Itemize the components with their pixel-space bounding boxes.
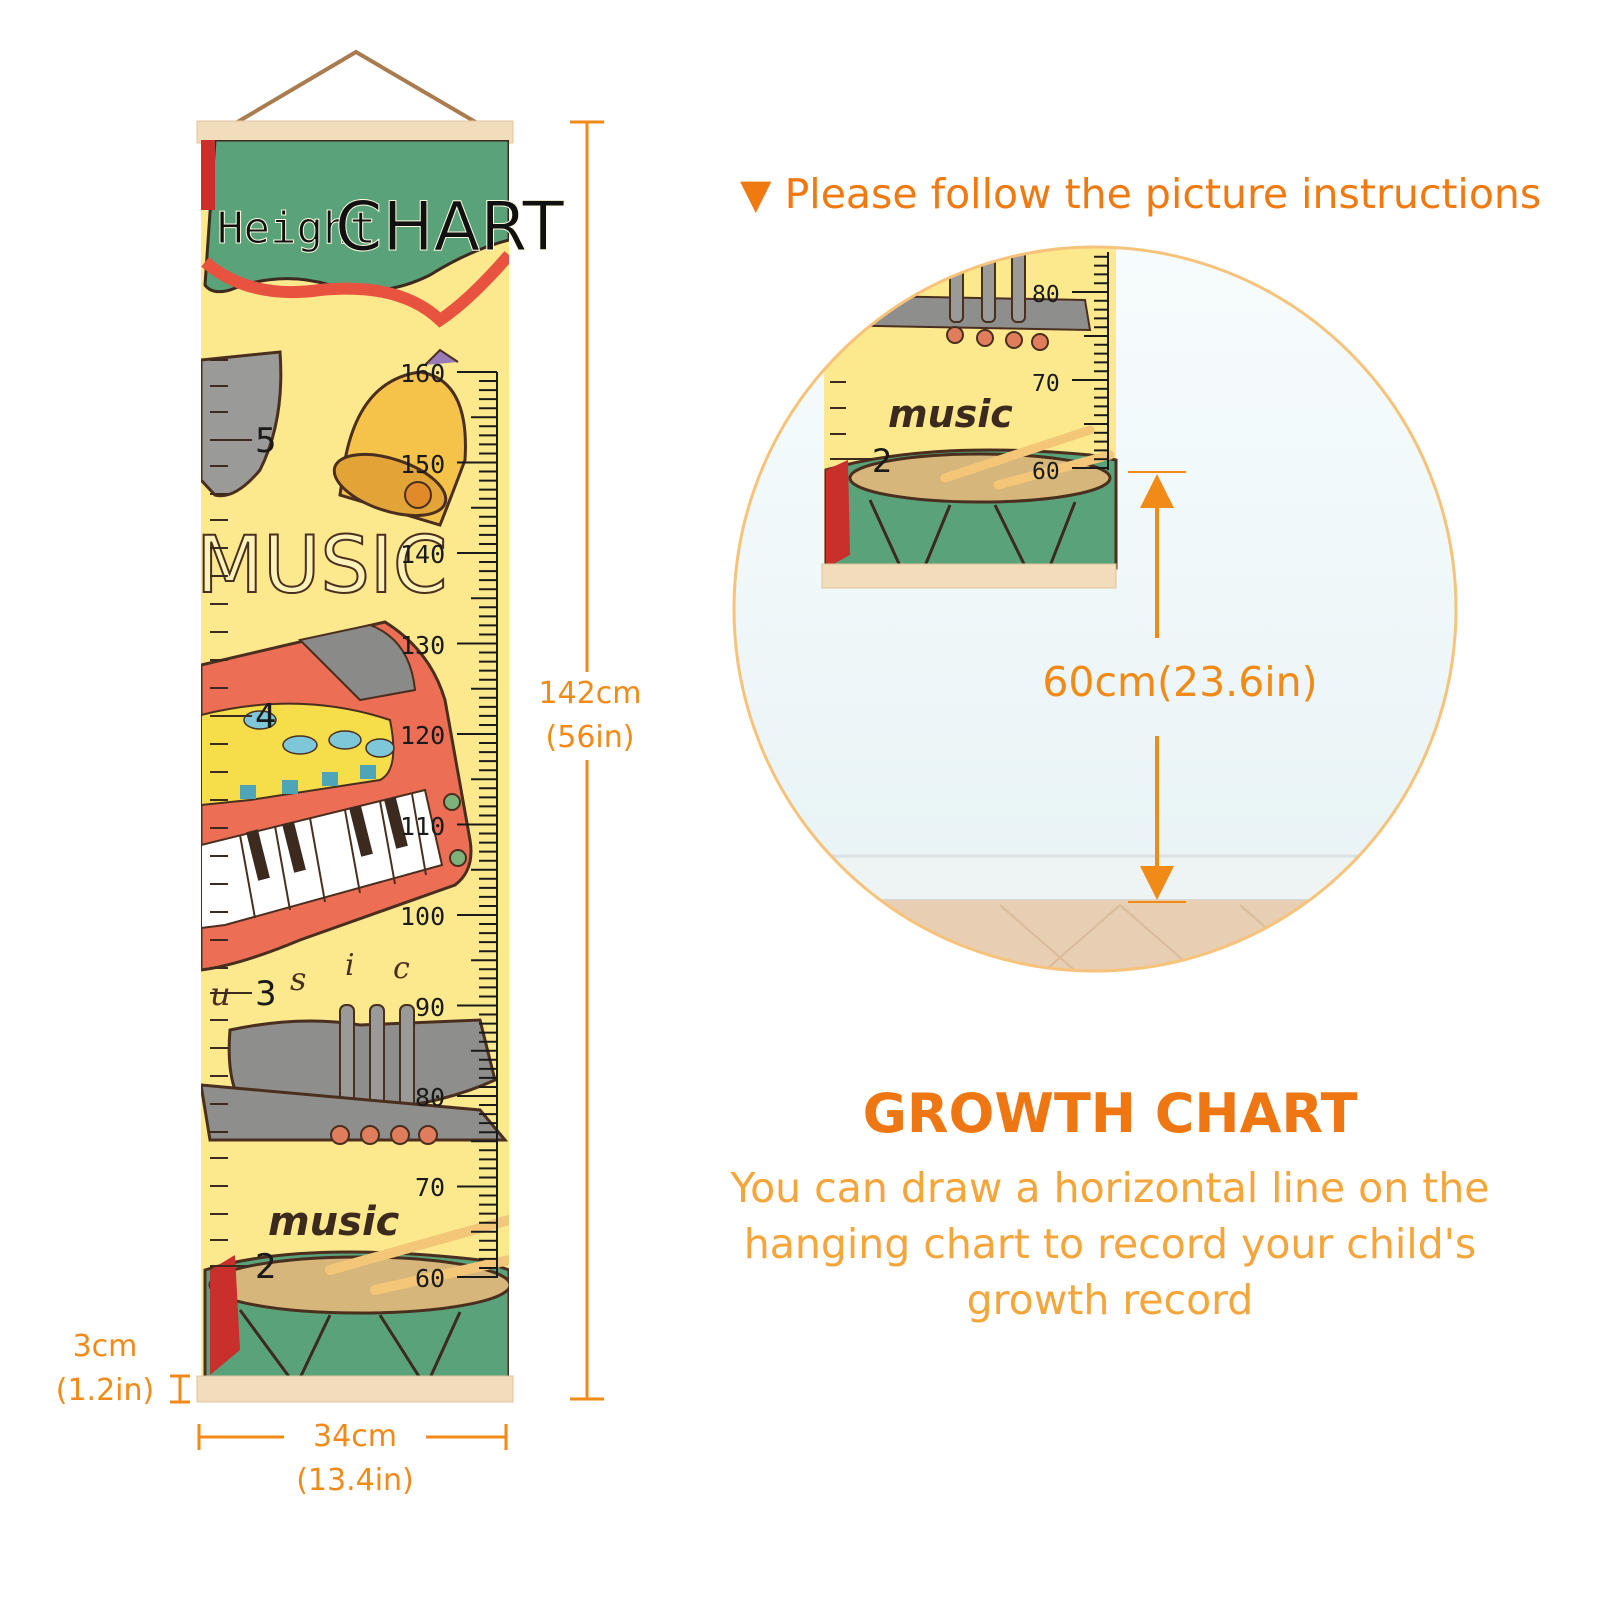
foot-ruler [210,359,252,1267]
hanging-height-chart: MUSIC [170,49,604,1450]
height-dimension-label: 142cm (56in) [520,672,660,760]
floor-distance-label: 60cm(23.6in) [1042,658,1318,706]
cm-label: 90 [415,993,445,1022]
bell-art [332,348,467,527]
cm-label: 100 [400,902,445,931]
rail-dimension-label: 3cm (1.2in) [42,1325,168,1413]
svg-text:c: c [393,951,410,986]
wall-mount-inset: music 2 80 70 60 [732,245,1458,973]
foot-label: 3 [255,974,277,1014]
cm-label: 150 [400,450,445,479]
cm-label: 60 [415,1264,445,1293]
music-outline-word: MUSIC [196,521,447,611]
svg-text:i: i [345,948,355,983]
instructions-text: Please follow the picture instructions [784,170,1542,218]
height-dimension-line [570,120,604,1401]
width-in: (13.4in) [296,1463,414,1498]
description-line: You can draw a horizontal line on the [730,1164,1490,1212]
inset-chart-piece: music 2 80 70 60 [821,247,1118,589]
rail-dimension-line [170,1374,190,1404]
chart-title-height: Height [217,203,376,254]
height-cm: 142cm [538,676,642,711]
cm-label: 120 [400,721,445,750]
rail-cm: 3cm [72,1329,138,1364]
drum-art [203,1215,509,1378]
growth-chart-description: You can draw a horizontal line on the ha… [700,1160,1520,1328]
foot-label: 5 [255,421,277,461]
bottom-wood-rail [196,1375,514,1403]
instructions-line: ▼ Please follow the picture instructions [740,170,1560,218]
cm-label: 80 [415,1083,445,1112]
foot-label: 4 [255,697,277,737]
cm-ruler [457,371,497,1278]
cm-label: 110 [400,812,445,841]
svg-text:s: s [290,960,306,998]
baseboard [734,852,1456,902]
rail-in: (1.2in) [55,1373,155,1408]
wood-floor [734,900,1456,971]
width-dimension-line [197,1424,508,1450]
trumpet-art [201,1004,509,1145]
triangle-down-icon: ▼ [740,170,772,218]
width-dimension-label: 34cm (13.4in) [282,1415,428,1503]
foot-labels: 5 4 3 2 [255,421,277,1287]
inset-foot-label: 2 [872,442,892,480]
cm-label: 160 [400,359,445,388]
inset-cm-label: 60 [1032,459,1060,485]
height-in: (56in) [545,720,635,755]
cm-label: 140 [400,540,445,569]
description-line: growth record [966,1276,1254,1324]
inset-cm-label: 70 [1032,371,1060,397]
floor-distance-arrow [1128,471,1186,903]
inset-music-word: music [888,392,1013,436]
cm-labels: 160 150 140 130 120 110 100 90 80 70 60 [400,359,445,1293]
width-cm: 34cm [313,1419,397,1454]
music-word-lower: music [268,1199,400,1245]
foot-label: 2 [255,1247,277,1287]
keyboard-art [201,620,473,972]
cm-label: 130 [400,631,445,660]
description-line: hanging chart to record your child's [743,1220,1477,1268]
hanging-rope [227,49,486,129]
top-wood-rail [196,120,514,144]
cm-label: 70 [415,1173,445,1202]
inset-cm-label: 80 [1032,282,1060,308]
chart-title-chart: CHART [335,188,564,267]
growth-chart-title: GROWTH CHART [862,1082,1358,1145]
